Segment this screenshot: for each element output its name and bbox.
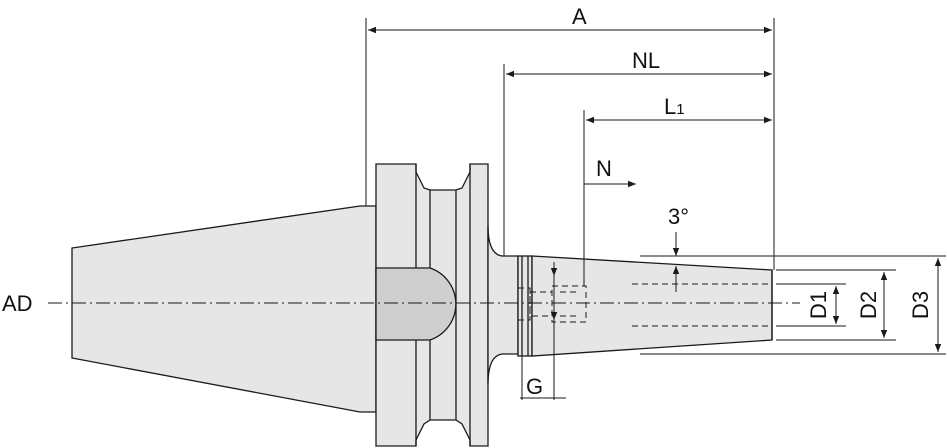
stop-screw-hidden <box>551 285 587 323</box>
label-angle: 3° <box>668 204 689 229</box>
label-N: N <box>596 156 612 181</box>
shrink-taper <box>531 255 773 357</box>
label-D3: D3 <box>908 291 933 319</box>
neck <box>487 225 519 385</box>
label-D1: D1 <box>806 291 831 319</box>
label-L1-sub: 1 <box>676 101 684 118</box>
label-G: G <box>526 374 543 399</box>
thread-hidden <box>517 287 531 321</box>
label-A: A <box>572 4 587 29</box>
label-NL: NL <box>632 48 660 73</box>
label-L1: L1 <box>664 94 685 119</box>
taper-shank <box>71 205 377 413</box>
label-D2: D2 <box>856 291 881 319</box>
drive-slot <box>375 267 457 341</box>
label-AD: AD <box>2 291 33 316</box>
label-L1-main: L <box>664 94 676 119</box>
